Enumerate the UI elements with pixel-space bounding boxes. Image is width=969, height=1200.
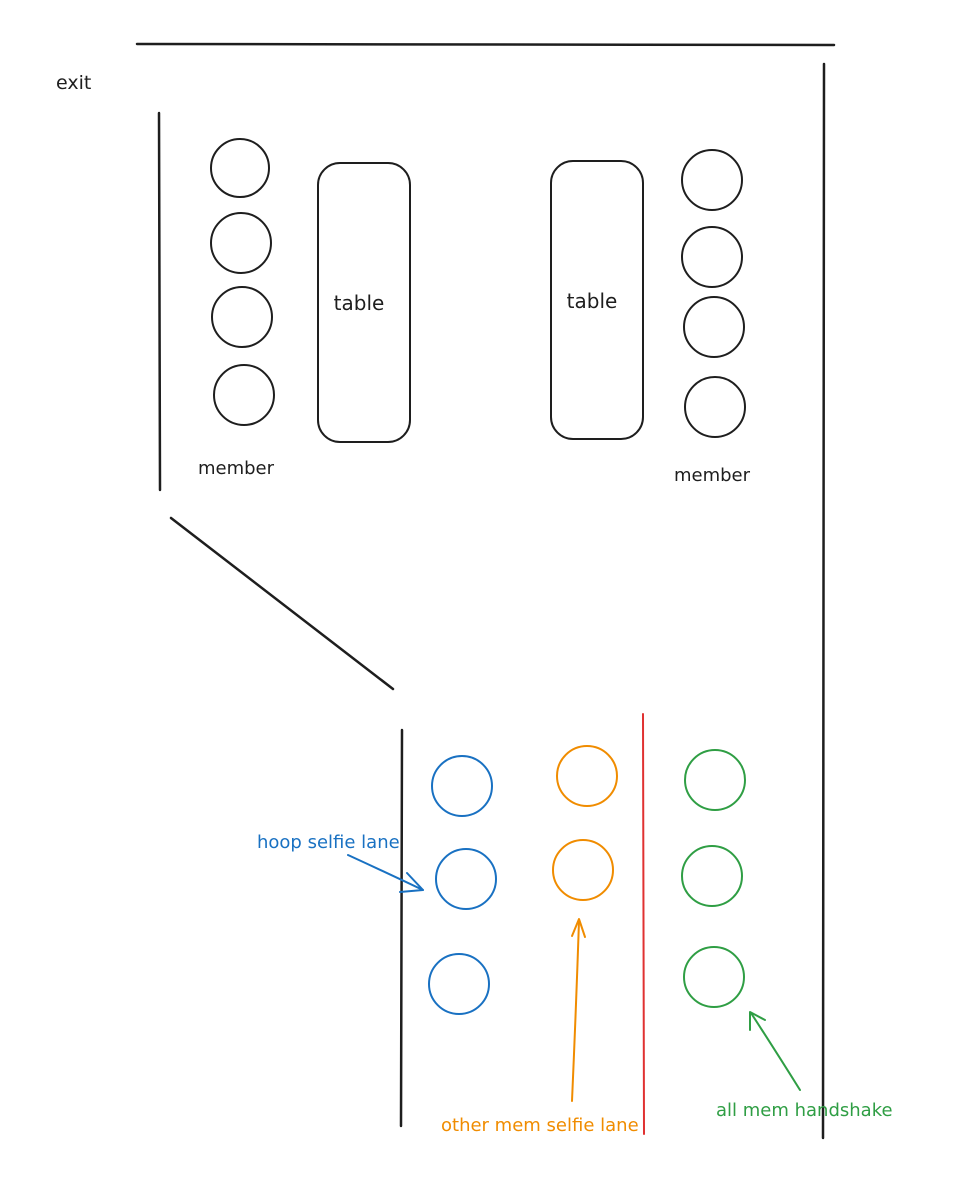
handshake-circles <box>681 749 746 1008</box>
lane-divider-line <box>642 713 645 1135</box>
handshake-spot <box>681 845 743 907</box>
member-seat <box>681 149 743 211</box>
member-seat <box>210 138 270 198</box>
hoop-selfie-lane-circles <box>428 755 497 1015</box>
handshake-spot <box>683 946 745 1008</box>
handshake-label: all mem handshake <box>716 1100 893 1121</box>
handshake-spot <box>684 749 746 811</box>
right-wall <box>821 62 826 1140</box>
handshake-arrow <box>749 1011 801 1091</box>
hoop-selfie-lane-label: hoop selfie lane <box>257 832 400 853</box>
member-circles-left <box>210 138 275 426</box>
exit-label: exit <box>56 72 91 94</box>
hoop-lane-arrow <box>347 854 424 893</box>
lower-left-wall <box>399 728 404 1128</box>
hoop-lane-spot <box>428 953 490 1015</box>
top-wall <box>135 42 836 47</box>
table-right-label: table <box>567 289 618 313</box>
hoop-lane-spot <box>435 848 497 910</box>
other-selfie-lane-label: other mem selfie lane <box>441 1115 639 1136</box>
member-seat <box>213 364 275 426</box>
other-lane-spot <box>552 839 614 901</box>
table-right <box>550 160 644 440</box>
other-lane-spot <box>556 745 618 807</box>
member-left-label: member <box>198 458 275 479</box>
other-lane-arrow <box>571 918 586 1102</box>
left-wall <box>157 111 162 492</box>
diagonal-wall <box>169 516 395 691</box>
hoop-lane-spot <box>431 755 493 817</box>
member-seat <box>683 296 745 358</box>
other-selfie-lane-circles <box>552 745 618 901</box>
member-seat <box>684 376 746 438</box>
member-right-label: member <box>674 465 751 486</box>
table-left <box>317 162 411 443</box>
walls <box>135 42 836 1140</box>
member-seat <box>210 212 272 274</box>
tables <box>317 160 644 443</box>
member-seat <box>211 286 273 348</box>
member-seat <box>681 226 743 288</box>
member-circles-right <box>681 149 746 438</box>
table-left-label: table <box>334 291 385 315</box>
